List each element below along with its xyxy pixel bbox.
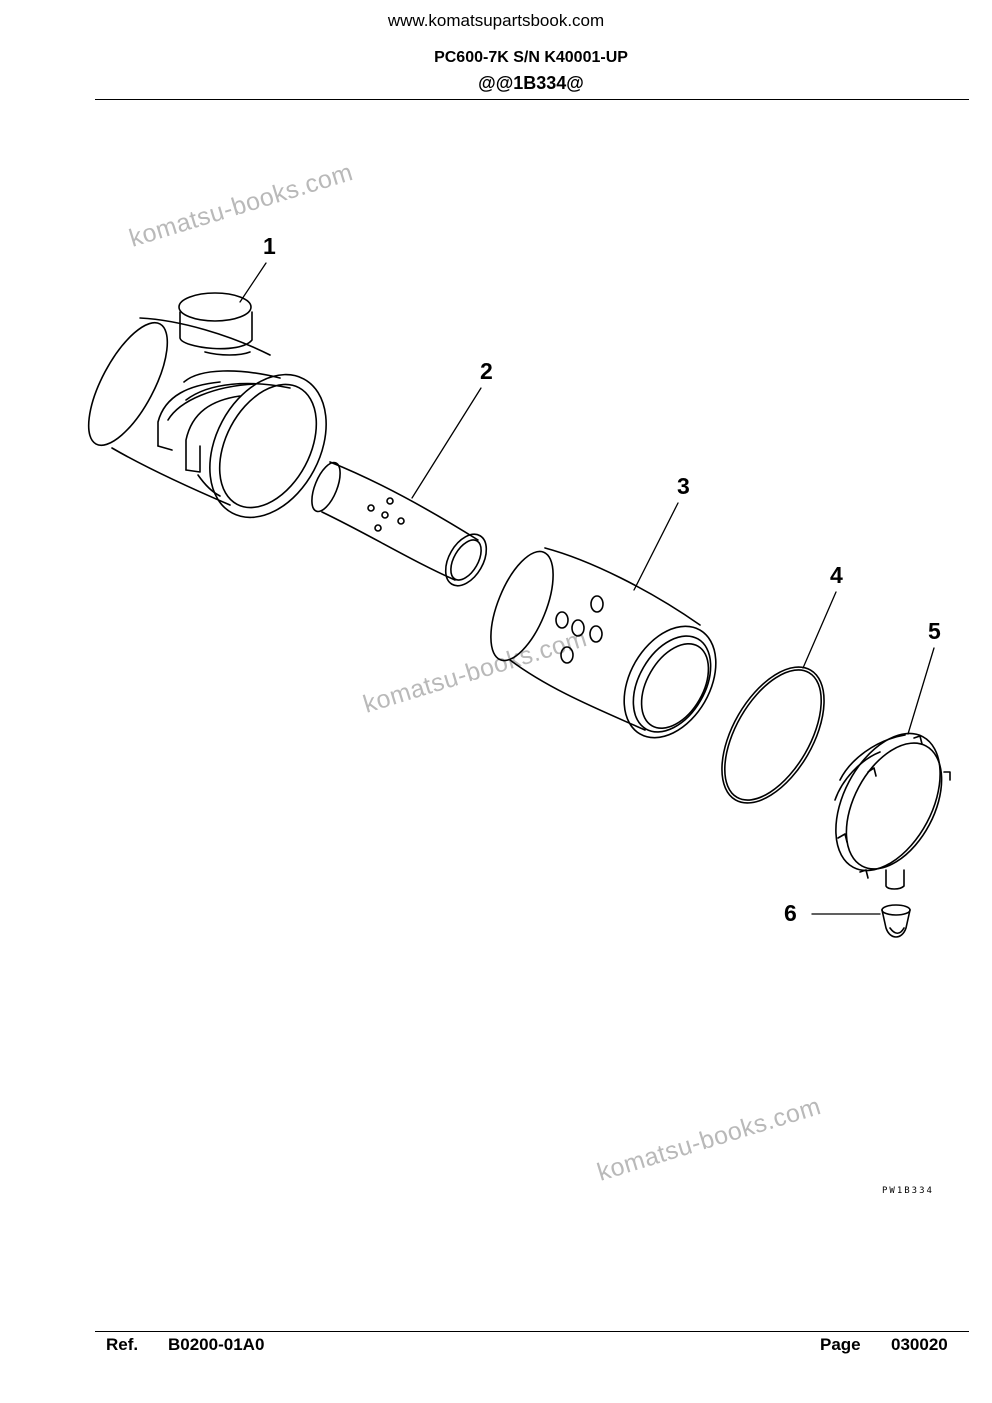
part-3-primary-element: [490, 547, 717, 739]
part-4-o-ring: [721, 666, 825, 804]
page-label: Page: [820, 1335, 861, 1354]
part-6-evacuator-valve: [881, 904, 911, 938]
group-code: @@1B334@: [478, 73, 584, 93]
callout-2: 2: [480, 358, 493, 384]
ref-value: B0200-01A0: [168, 1335, 265, 1354]
page-value: 030020: [891, 1335, 948, 1354]
callout-3: 3: [677, 473, 690, 499]
model-title: PC600-7K S/N K40001-UP: [434, 49, 628, 66]
illustration-code: PW1B334: [882, 1186, 934, 1196]
callout-5: 5: [928, 618, 941, 644]
callout-1: 1: [263, 233, 276, 259]
ref-label: Ref.: [106, 1335, 139, 1354]
part-5-cover: [834, 732, 951, 890]
part-1-air-cleaner-body: [87, 292, 327, 519]
part-2-safety-element: [311, 461, 488, 587]
leader-lines: [239, 262, 935, 915]
header-rule: [95, 99, 969, 100]
website-url: www.komatsupartsbook.com: [387, 11, 605, 30]
callout-4: 4: [830, 562, 843, 588]
footer-rule: [95, 1331, 969, 1332]
callout-6: 6: [784, 900, 797, 926]
